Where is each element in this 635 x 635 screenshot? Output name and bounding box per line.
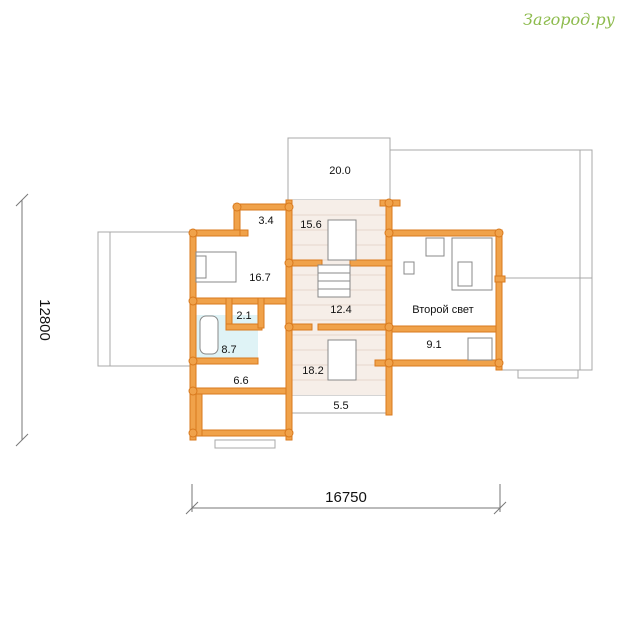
depth-dimension: 12800 — [36, 299, 53, 341]
bathtub — [199, 315, 219, 355]
site-watermark: Загород.ру — [523, 10, 615, 29]
bed-bottom — [327, 339, 357, 381]
furniture — [195, 219, 493, 381]
room-area-8-7: 8.7 — [221, 344, 236, 356]
armchair — [425, 237, 445, 257]
dimension-lines — [15, 193, 507, 515]
left-terrace — [97, 231, 193, 367]
room-area-6-6: 6.6 — [233, 375, 248, 387]
room-area-2-1: 2.1 — [236, 310, 251, 322]
second-light-label: Второй свет — [412, 304, 473, 316]
width-dimension: 16750 — [325, 489, 367, 506]
room-area-20-0: 20.0 — [329, 165, 350, 177]
stair-right — [467, 337, 493, 361]
bed-left — [195, 251, 237, 283]
bed-top — [327, 219, 357, 261]
room-area-3-4: 3.4 — [258, 215, 273, 227]
log-ends — [188, 198, 504, 438]
room-area-12-4: 12.4 — [330, 304, 351, 316]
room-area-16-7: 16.7 — [249, 272, 270, 284]
room-area-18-2: 18.2 — [302, 365, 323, 377]
room-area-5-5: 5.5 — [333, 400, 348, 412]
room-labels: 20.0 3.4 15.6 16.7 12.4 2.1 8.7 6.6 18.2… — [221, 165, 473, 412]
room-area-9-1: 9.1 — [426, 339, 441, 351]
room-area-15-6: 15.6 — [300, 219, 321, 231]
